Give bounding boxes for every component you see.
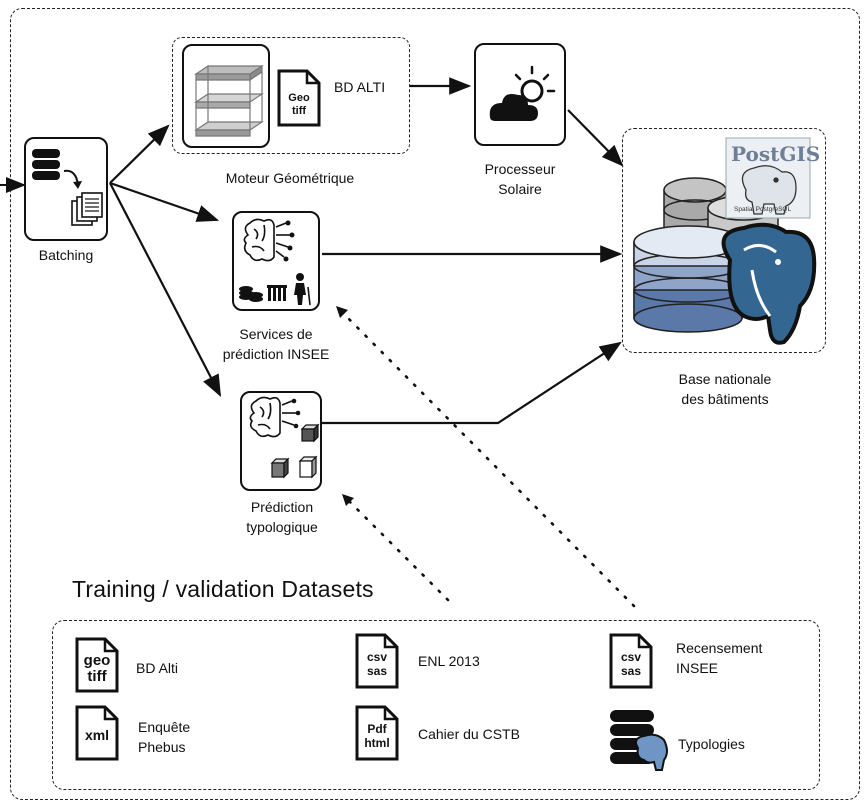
base-box <box>622 128 826 353</box>
sun-cloud-icon <box>489 65 556 121</box>
datasets-box <box>52 620 820 790</box>
dotted-arrow-services <box>340 310 636 608</box>
processeur-label-2: Solaire <box>498 181 542 197</box>
geometry-card <box>182 44 270 148</box>
arrow-prediction-base <box>322 341 622 425</box>
dataset-label-enl: ENL 2013 <box>418 653 480 669</box>
postgis-elephant-mini <box>741 165 797 215</box>
dataset-label-typologies: Typologies <box>678 736 745 752</box>
dataset-geotiff-l1: geo <box>83 652 111 669</box>
services-label-1: Services de <box>239 326 313 342</box>
postgis-subtitle: Spatial PostgreSQL <box>734 206 792 213</box>
dataset-cstb-l2: html <box>364 736 390 750</box>
batching-card <box>24 137 108 241</box>
dataset-geotiff-icon: geo tiff <box>74 636 120 694</box>
dataset-label-enquete-1: Enquête <box>138 719 191 735</box>
building-3d-icon <box>194 64 264 137</box>
dataset-insee-l1: csv <box>620 650 642 664</box>
processeur-card <box>474 43 566 146</box>
dataset-label-cstb: Cahier du CSTB <box>418 726 520 742</box>
dotted-arrow-prediction <box>346 498 450 602</box>
prediction-card <box>240 391 322 491</box>
outer-frame <box>10 8 860 800</box>
dataset-label-recensement-2: INSEE <box>676 660 719 676</box>
dataset-xml-icon: xml <box>74 704 120 762</box>
arrow-batching-prediction <box>109 182 222 397</box>
dataset-insee-l2: sas <box>620 664 642 678</box>
base-label-2: des bâtiments <box>681 391 769 407</box>
services-card <box>232 211 320 311</box>
batching-label: Batching <box>38 247 94 263</box>
dataset-enl-l1: csv <box>366 650 388 664</box>
batching-icon <box>32 149 103 226</box>
dataset-label-bd-alti: BD Alti <box>136 660 179 676</box>
geotiff-line2: tiff <box>291 105 307 117</box>
bd-alti-top-label: BD ALTI <box>334 79 386 95</box>
ai-brain-buildings-icon <box>249 396 320 479</box>
postgis-logo-text: PostGIS <box>731 142 821 166</box>
dataset-label-enquete-2: Phebus <box>138 739 186 755</box>
ai-brain-people-icon <box>239 218 311 306</box>
arrow-batching-services <box>109 181 220 222</box>
postgresql-elephant-icon <box>721 222 817 345</box>
arrow-processeur-base <box>567 109 624 167</box>
dataset-xml-l1: xml <box>84 727 110 743</box>
services-label-2: prédiction INSEE <box>222 346 330 362</box>
prediction-label-1: Prédiction <box>250 499 314 515</box>
dataset-csv-sas-icon: csv sas <box>354 632 400 690</box>
processeur-label-1: Processeur <box>484 161 556 177</box>
arrow-batching-moteur <box>109 124 170 184</box>
dataset-cstb-l1: Pdf <box>367 722 387 736</box>
dataset-csv-sas-icon-2: csv sas <box>608 632 654 690</box>
prediction-label-2: typologique <box>246 519 318 535</box>
moteur-label: Moteur Géométrique <box>225 170 355 186</box>
base-label-1: Base nationale <box>678 371 772 387</box>
dataset-pdf-html-icon: Pdf html <box>354 704 400 762</box>
moteur-box <box>172 37 410 154</box>
dataset-enl-l2: sas <box>366 664 388 678</box>
datasets-title: Training / validation Datasets <box>72 576 374 602</box>
geotiff-file-icon: Geo tiff <box>276 68 322 128</box>
dataset-label-recensement-1: Recensement <box>676 640 763 656</box>
dataset-geotiff-l2: tiff <box>87 668 107 685</box>
geotiff-line1: Geo <box>288 92 310 104</box>
